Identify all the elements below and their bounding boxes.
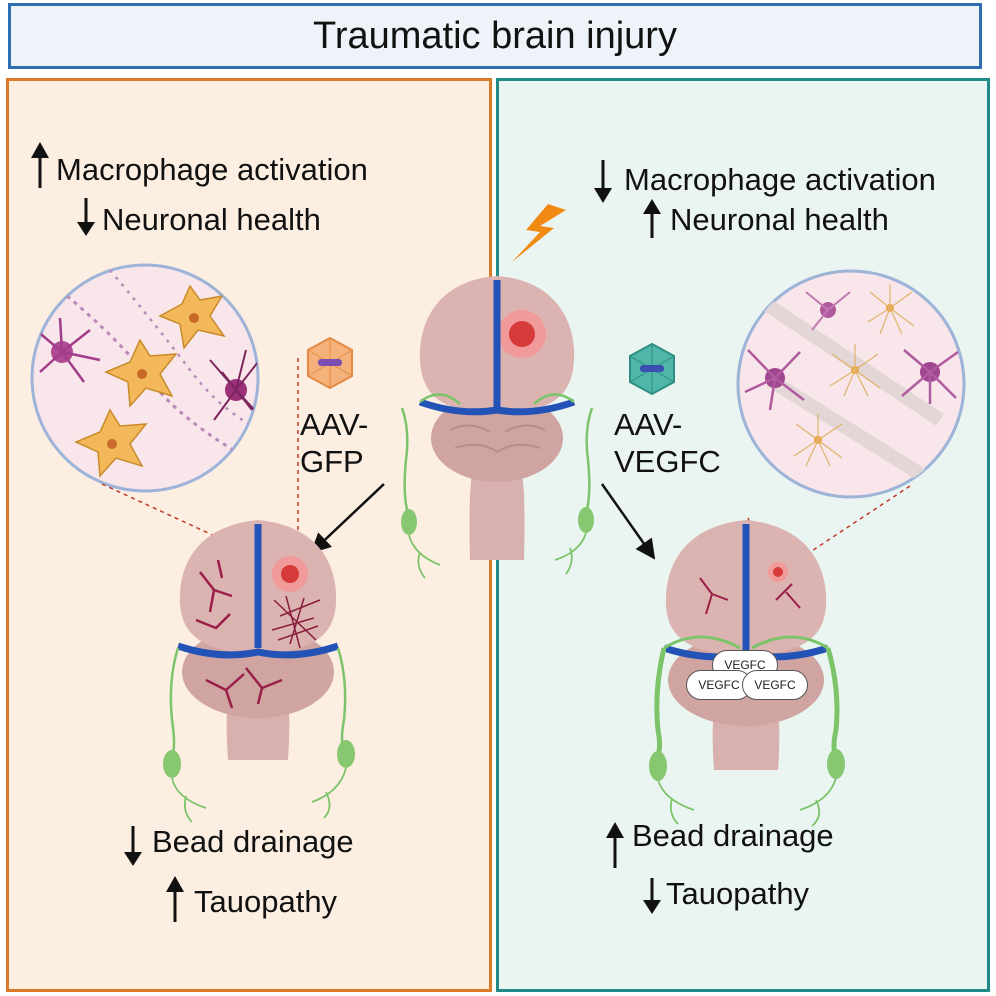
down-arrow-icon bbox=[643, 878, 661, 914]
neuron-icon bbox=[744, 349, 805, 411]
aav-vegfc-virus-icon bbox=[629, 342, 675, 396]
lightning-icon bbox=[512, 204, 566, 262]
up-arrow-icon bbox=[31, 142, 49, 188]
left-bead-drainage-label: Bead drainage bbox=[152, 824, 354, 859]
page-title: Traumatic brain injury bbox=[313, 14, 677, 57]
left-zoom-circle bbox=[30, 263, 260, 493]
down-arrow-icon bbox=[124, 826, 142, 866]
left-tauopathy-label: Tauopathy bbox=[194, 884, 338, 919]
macrophage-icon bbox=[74, 408, 148, 478]
right-zoom-circle bbox=[736, 269, 966, 499]
aav-gfp-line2: GFP bbox=[300, 444, 364, 480]
aav-gfp-line1: AAV- bbox=[300, 407, 369, 442]
damaged-neuron-icon bbox=[209, 349, 258, 421]
down-arrow-icon bbox=[594, 160, 612, 203]
left-bottom-arrows bbox=[124, 826, 184, 922]
left-neuronal-label: Neuronal health bbox=[102, 202, 321, 237]
right-top-arrows bbox=[594, 160, 661, 238]
gfp-treated-brain bbox=[163, 520, 355, 823]
up-arrow-icon bbox=[606, 822, 624, 868]
neuron-icon bbox=[901, 349, 959, 404]
right-bead-drainage-label: Bead drainage bbox=[632, 818, 834, 853]
vegfc-treatment-arrow bbox=[600, 483, 656, 560]
up-arrow-icon bbox=[166, 876, 184, 922]
central-brain bbox=[400, 276, 594, 579]
aav-vegfc-label: AAV- VEGFC bbox=[614, 406, 721, 480]
up-arrow-icon bbox=[643, 199, 661, 238]
neuron-icon bbox=[35, 317, 101, 383]
title-box: Traumatic brain injury bbox=[8, 3, 982, 69]
aav-gfp-label: AAV- GFP bbox=[300, 406, 368, 480]
left-zoom-connector bbox=[101, 483, 285, 569]
aav-gfp-virus-icon bbox=[307, 336, 353, 390]
left-top-arrows bbox=[31, 142, 95, 236]
right-bottom-arrows bbox=[606, 822, 661, 914]
right-neuronal-label: Neuronal health bbox=[670, 202, 889, 237]
aav-vegfc-line2: VEGFC bbox=[614, 444, 721, 480]
macrophage-icon bbox=[158, 284, 226, 350]
left-macrophage-label: Macrophage activation bbox=[56, 152, 368, 187]
aav-vegfc-line1: AAV- bbox=[614, 407, 683, 442]
vegfc-protein-label: VEGFC bbox=[686, 670, 752, 700]
gfp-treatment-arrow bbox=[310, 483, 385, 554]
macrophage-icon bbox=[104, 338, 178, 408]
right-tauopathy-label: Tauopathy bbox=[666, 876, 810, 911]
astrocyte-icon bbox=[793, 284, 915, 467]
neuron-icon bbox=[805, 291, 851, 331]
down-arrow-icon bbox=[77, 198, 95, 236]
vegfc-protein-label: VEGFC bbox=[742, 670, 808, 700]
right-macrophage-label: Macrophage activation bbox=[624, 162, 936, 197]
